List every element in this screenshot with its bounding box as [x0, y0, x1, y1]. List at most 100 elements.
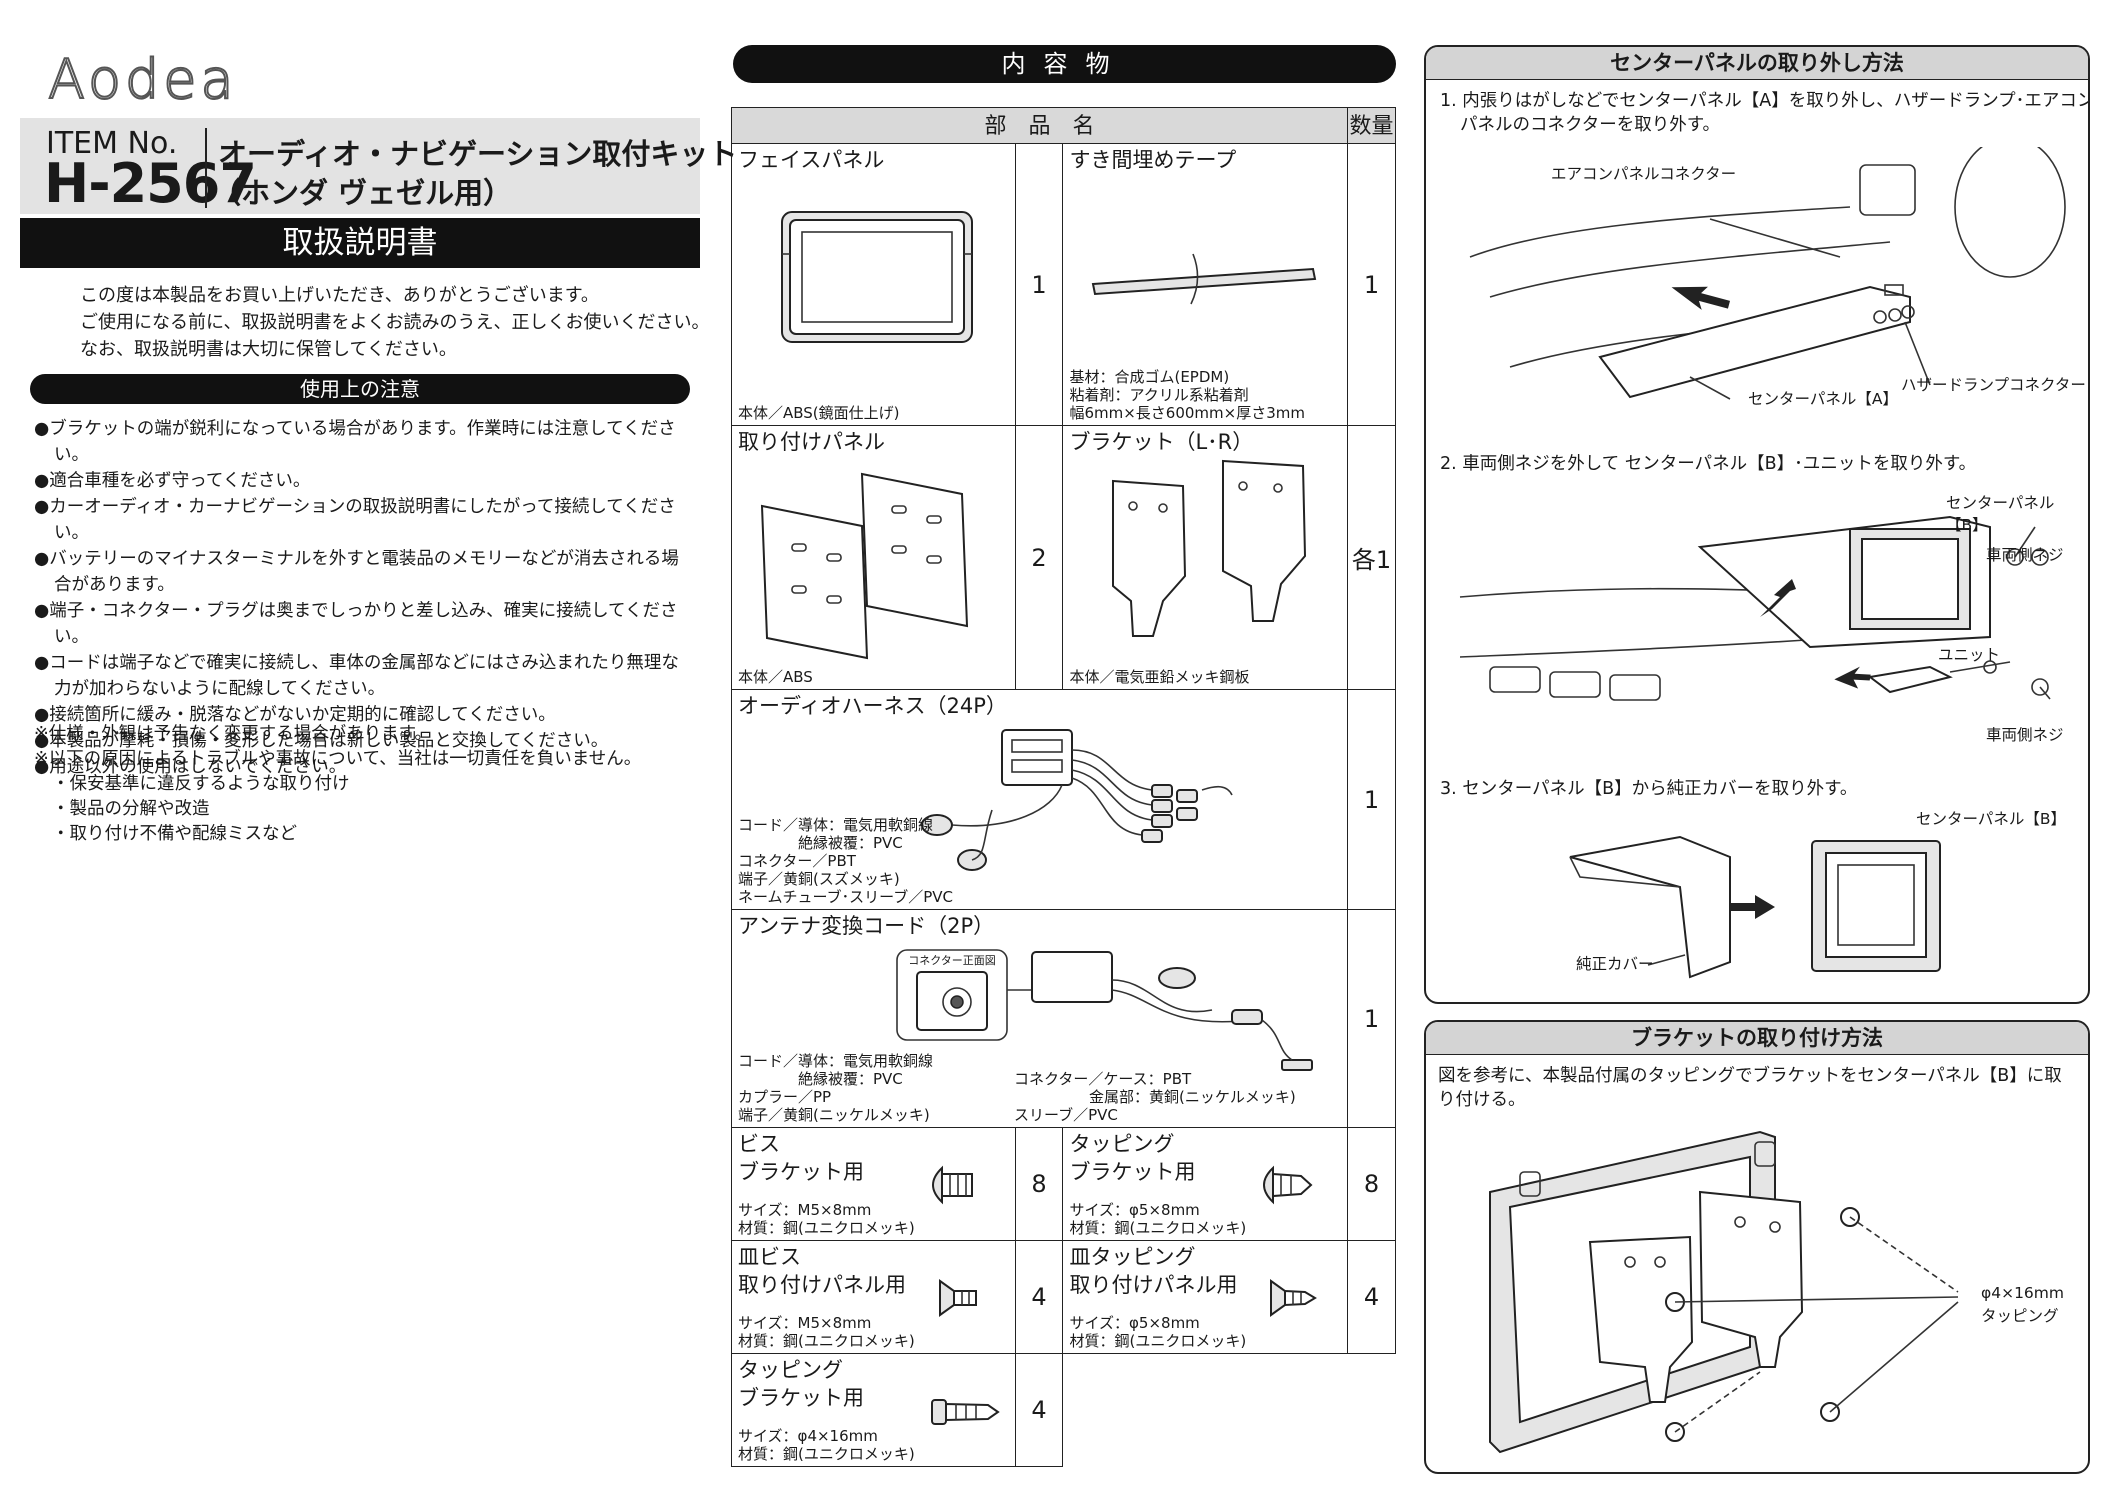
caution-item: ●適合車種を必ず守ってください。: [34, 471, 311, 491]
notes-list: ※仕様・外観は予告なく変更する場合があります。 ※以下の原因によるトラブルや事故…: [34, 722, 694, 847]
qty-flat-screw: 4: [1014, 1240, 1064, 1354]
caution-item: ●カーオーディオ・カーナビゲーションの取扱説明書にしたがって接続してください。: [34, 497, 676, 543]
label-hazard-connector: ハザードランプコネクター: [1901, 376, 2086, 394]
item-label: ITEM No.: [46, 126, 178, 161]
qty-tape: 1: [1347, 143, 1396, 426]
part-flat-screw: 皿ビス 取り付けパネル用 サイズ：M5×8mm 材質：鋼(ユニクロメッキ): [731, 1240, 1016, 1354]
tapping-screw-icon: [1263, 1165, 1313, 1205]
caution-item: ●本製品が摩耗・損傷・変形した場合は新しい製品と交換してください。: [34, 731, 609, 751]
part-name: 取り付けパネル用: [738, 1273, 906, 1297]
part-name: ブラケット用: [738, 1160, 864, 1184]
antenna-notes-left: コード／導体：電気用軟銅線 絶縁被覆：PVC カプラー／PP 端子／黄銅(ニッケ…: [738, 1052, 933, 1124]
part-name: ビス: [738, 1132, 780, 1156]
part-note: 絶縁被覆：PVC: [738, 834, 903, 852]
cautions-heading: 使用上の注意: [30, 374, 690, 404]
part-note: 絶縁被覆：PVC: [738, 1070, 903, 1088]
bracket-install-panel: ブラケットの取り付け方法 図を参考に、本製品付属のタッピングでブラケットをセンタ…: [1424, 1020, 2090, 1474]
part-name: 取り付けパネル: [738, 430, 885, 454]
bracket-install-illustration: [1489, 1130, 1959, 1454]
part-flat-tapping: 皿タッピング 取り付けパネル用 サイズ：φ5×8mm 材質：鋼(ユニクロメッキ): [1062, 1240, 1349, 1354]
intro-text: この度は本製品をお買い上げいただき、ありがとうございます。 ご使用になる前に、取…: [80, 282, 709, 363]
qty-bracket: 各1: [1347, 425, 1396, 690]
tapping-16-notes: サイズ：φ4×16mm 材質：鋼(ユニクロメッキ): [738, 1427, 915, 1463]
flat-tapping-notes: サイズ：φ5×8mm 材質：鋼(ユニクロメッキ): [1069, 1314, 1246, 1350]
part-note: サイズ：φ4×16mm: [738, 1427, 878, 1445]
part-note: サイズ：M5×8mm: [738, 1314, 872, 1332]
flat-screw-icon: [939, 1279, 977, 1317]
part-note: コネクター／PBT: [738, 852, 856, 870]
part-audio-harness: オーディオハーネス（24P） コード／導体：電気用軟銅線 絶縁被覆：PVC コネ…: [730, 689, 1349, 910]
part-note: サイズ：M5×8mm: [738, 1201, 872, 1219]
cautions-list: ●ブラケットの端が鋭利になっている場合があります。作業時には注意してください。 …: [34, 416, 694, 780]
part-note: 端子／黄銅(スズメッキ): [738, 870, 900, 888]
part-name: 取り付けパネル用: [1069, 1273, 1238, 1297]
removal-step-3: 3. センターパネル【B】から純正カバーを取り外す。: [1440, 779, 1858, 799]
label-vehicle-screw-bottom: 車両側ネジ: [1986, 726, 2064, 744]
tape-illustration: [1092, 253, 1317, 305]
product-subtitle: （ホンダ ヴェゼル用）: [212, 176, 513, 210]
subnote-item: ・製品の分解や改造: [52, 799, 210, 819]
subnote-item: ・保安基準に違反するような取り付け: [52, 774, 350, 794]
caution-item: ●端子・コネクター・プラグは奥までしっかりと差し込み、確実に接続してください。: [34, 601, 678, 647]
intro-line: なお、取扱説明書は大切に保管してください。: [80, 339, 457, 360]
step2-illustration: [1459, 515, 2051, 701]
harness-notes: コード／導体：電気用軟銅線 絶縁被覆：PVC コネクター／PBT 端子／黄銅(ス…: [738, 816, 953, 906]
part-note: 端子／黄銅(ニッケルメッキ): [738, 1106, 930, 1124]
part-antenna: アンテナ変換コード（2P） コネクター正面図 コード／導体：電気用軟銅線 絶縁被…: [730, 909, 1349, 1128]
qty-screw: 8: [1014, 1127, 1064, 1241]
part-note: 本体／電気亜鉛メッキ鋼板: [1069, 668, 1250, 686]
part-note: コード／導体：電気用軟銅線: [738, 1052, 934, 1070]
subnote-item: ・取り付け不備や配線ミスなど: [52, 824, 297, 844]
item-divider: [205, 128, 207, 208]
part-name: 皿ビス: [738, 1245, 801, 1269]
face-panel-illustration: [781, 211, 973, 343]
empty-cell: [1063, 1354, 1396, 1467]
label-unit: ユニット: [1938, 646, 2001, 664]
part-note: コネクター／ケース：PBT: [1014, 1070, 1192, 1088]
audio-harness-illustration: [921, 729, 1233, 871]
caution-item: ●接続箇所に緩み・脱落などがないか定期的に確認してください。: [34, 705, 556, 725]
screw-icon: [932, 1165, 973, 1205]
part-name: ブラケット用: [1069, 1160, 1196, 1184]
part-screw: ビス ブラケット用 サイズ：M5×8mm 材質：鋼(ユニクロメッキ): [731, 1127, 1016, 1241]
part-bracket: ブラケット（L･R） 本体／電気亜鉛メッキ鋼板: [1062, 425, 1349, 690]
qty-face-panel: 1: [1014, 143, 1064, 426]
connector-front-view-label: コネクター正面図: [908, 954, 996, 967]
antenna-illustration: [896, 949, 1313, 1071]
part-name: すき間埋めテープ: [1069, 148, 1237, 172]
part-tapping: タッピング ブラケット用 サイズ：φ5×8mm 材質：鋼(ユニクロメッキ): [1062, 1127, 1349, 1241]
qty-audio-harness: 1: [1347, 689, 1396, 910]
bracket-install-heading: ブラケットの取り付け方法: [1426, 1022, 2088, 1055]
part-name: 皿タッピング: [1069, 1245, 1196, 1269]
intro-line: ご使用になる前に、取扱説明書をよくお読みのうえ、正しくお使いください。: [80, 312, 710, 333]
part-name: ブラケット（L･R）: [1069, 430, 1254, 454]
bracket-illustration: [1112, 459, 1307, 637]
intro-line: この度は本製品をお買い上げいただき、ありがとうございます。: [80, 285, 599, 306]
qty-mount-panel: 2: [1014, 425, 1064, 690]
part-name: タッピング: [738, 1358, 843, 1382]
part-name: オーディオハーネス（24P）: [738, 694, 1007, 718]
label-aircon-connector: エアコンパネルコネクター: [1551, 165, 1737, 183]
part-note: カプラー／PP: [738, 1088, 832, 1106]
qty-antenna: 1: [1347, 909, 1396, 1128]
note-item: ※以下の原因によるトラブルや事故について、当社は一切責任を負いません。: [34, 749, 642, 769]
part-note: 粘着剤：アクリル系粘着剤: [1069, 386, 1249, 404]
removal-step-2: 2. 車両側ネジを外して センターパネル【B】･ユニットを取り外す。: [1440, 454, 1977, 474]
parts-table: 部 品 名 数量 フェイスパネル 本体／ABS(鏡面仕上げ) 1 すき間埋めテー…: [730, 107, 1396, 1467]
tapping-notes: サイズ：φ5×8mm 材質：鋼(ユニクロメッキ): [1069, 1201, 1246, 1237]
step1-illustration: [1469, 147, 2066, 400]
part-tapping-16: タッピング ブラケット用 サイズ：φ4×16mm 材質：鋼(ユニクロメッキ): [731, 1353, 1016, 1467]
part-mount-panel: 取り付けパネル 本体／ABS: [731, 425, 1016, 690]
label-genuine-cover: 純正カバー: [1576, 955, 1654, 973]
caution-item: ●バッテリーのマイナスターミナルを外すと電装品のメモリーなどが消去される場合があ…: [34, 549, 679, 595]
part-note: コード／導体：電気用軟銅線: [738, 816, 934, 834]
label-tapping-size: φ4×16mm: [1981, 1284, 2064, 1302]
label-tapping: タッピング: [1981, 1307, 2059, 1325]
qty-tapping-16: 4: [1014, 1353, 1064, 1467]
part-note: 幅6mm×長さ600mm×厚さ3mm: [1069, 404, 1305, 422]
part-note: 本体／ABS: [738, 668, 813, 686]
brand-logo: Aodea: [47, 47, 238, 112]
part-face-panel: フェイスパネル 本体／ABS(鏡面仕上げ): [731, 143, 1016, 426]
caution-item: ●コードは端子などで確実に接続し、車体の金属部などにはさみ込まれたり無理な力が加…: [34, 653, 679, 699]
part-tape: すき間埋めテープ 基材：合成ゴム(EPDM) 粘着剤：アクリル系粘着剤 幅6mm…: [1062, 143, 1349, 426]
